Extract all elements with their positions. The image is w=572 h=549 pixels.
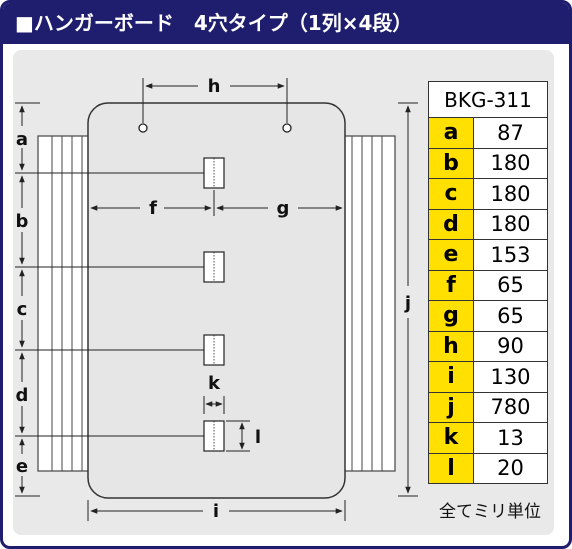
row-value: 180	[473, 147, 548, 179]
row-key: e	[428, 239, 474, 271]
slot-2	[203, 251, 225, 283]
dim-label-a: a	[16, 129, 28, 150]
hanger-board	[87, 102, 346, 499]
row-key: b	[428, 147, 474, 179]
slot-4	[203, 420, 225, 452]
row-key: a	[428, 117, 474, 149]
dim-label-f: f	[149, 198, 157, 219]
slot-1	[203, 157, 225, 189]
dim-label-e: e	[16, 456, 28, 477]
row-key: j	[428, 391, 474, 423]
dim-label-d: d	[16, 385, 29, 406]
row-key: f	[428, 269, 474, 301]
row-key: i	[428, 361, 474, 393]
row-key: d	[428, 208, 474, 240]
hang-hole-left	[138, 123, 148, 133]
page-title: ■ハンガーボード 4穴タイプ（1列×4段）	[15, 11, 413, 35]
dimension-h	[142, 78, 288, 123]
unit-note: 全てミリ単位	[439, 502, 541, 522]
right-bracket	[339, 135, 396, 472]
row-key: c	[428, 178, 474, 210]
dimension-i	[87, 500, 346, 521]
left-bracket	[37, 135, 94, 472]
slot-3	[203, 334, 225, 366]
row-value: 87	[473, 117, 548, 149]
row-value: 65	[473, 300, 548, 332]
row-value: 13	[473, 422, 548, 454]
row-value: 180	[473, 208, 548, 240]
dimension-k	[203, 396, 225, 414]
dim-label-i: i	[213, 501, 219, 522]
dimension-f-g	[90, 190, 343, 216]
reference-lines	[15, 102, 204, 497]
row-value: 780	[473, 391, 548, 423]
row-value: 180	[473, 178, 548, 210]
dim-label-h: h	[208, 76, 221, 97]
dim-label-b: b	[16, 211, 29, 232]
row-value: 90	[473, 330, 548, 362]
row-value: 65	[473, 269, 548, 301]
row-key: g	[428, 300, 474, 332]
dim-label-j: j	[404, 293, 411, 314]
row-key: k	[428, 422, 474, 454]
row-key: l	[428, 452, 474, 484]
header-bar: ■ハンガーボード 4穴タイプ（1列×4段）	[3, 3, 569, 44]
row-value: 130	[473, 361, 548, 393]
dimension-j	[398, 102, 418, 497]
row-value: 20	[473, 452, 548, 484]
dim-label-k: k	[208, 373, 221, 394]
row-value: 153	[473, 239, 548, 271]
model-number: BKG-311	[428, 81, 548, 118]
dim-label-g: g	[277, 198, 290, 219]
dim-label-c: c	[17, 299, 28, 320]
row-key: h	[428, 330, 474, 362]
dimension-l	[226, 420, 250, 452]
hang-hole-right	[282, 123, 292, 133]
dim-label-l: l	[255, 427, 261, 448]
